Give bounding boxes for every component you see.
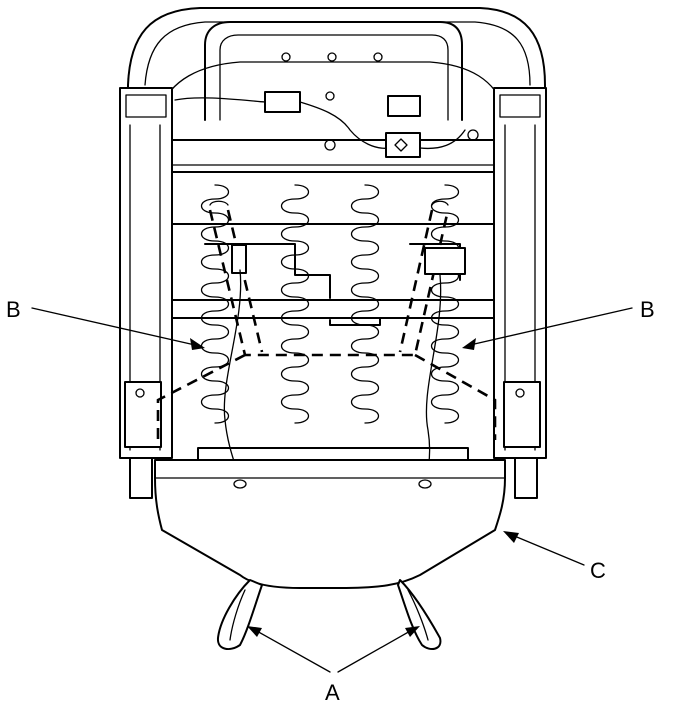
right-side-rail	[493, 87, 547, 499]
callout-c: C	[590, 558, 606, 583]
left-side-rail	[119, 87, 173, 499]
lower-clips	[216, 579, 442, 651]
callout-a: A	[325, 680, 340, 705]
hidden-bracket-outline	[156, 200, 497, 440]
seat-back-frame	[127, 7, 546, 166]
callout-b-right: B	[640, 297, 655, 322]
leader-lines	[31, 307, 633, 673]
callout-b-left: B	[6, 297, 21, 322]
cross-members	[171, 171, 495, 463]
seat-springs	[200, 184, 460, 424]
seat-lower-pan	[154, 459, 506, 589]
